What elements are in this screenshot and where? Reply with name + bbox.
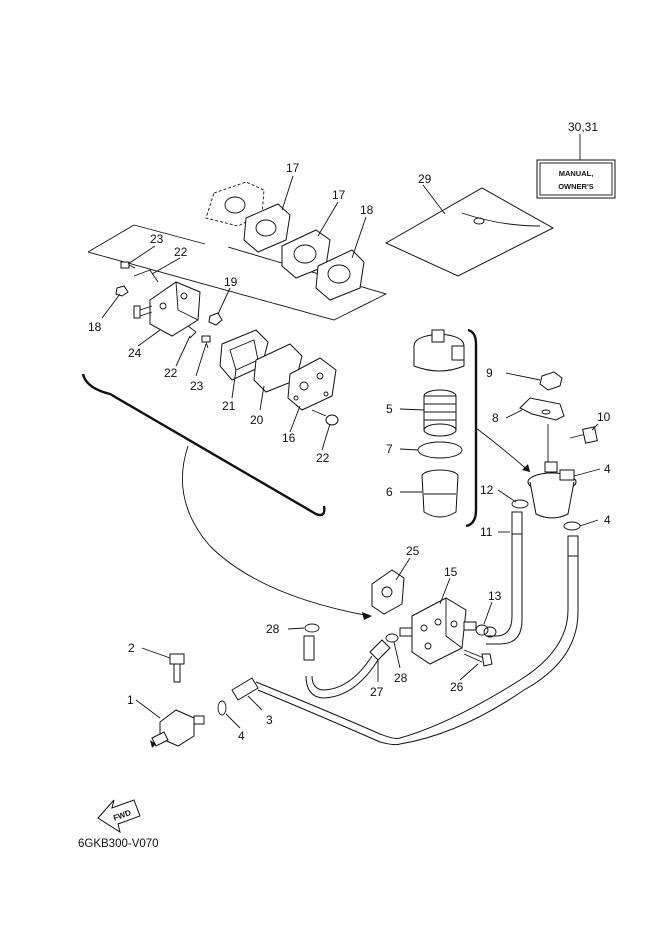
callout-1: 1 [127, 693, 134, 707]
screw-23-lower [201, 335, 211, 349]
pump-cover-15 [287, 357, 337, 411]
callout-22-lower: 22 [164, 366, 178, 380]
bolt-11 [569, 426, 598, 444]
clip-4-filter [563, 521, 581, 531]
nut-18-left [115, 285, 129, 297]
callout-18-right: 19 [224, 275, 238, 289]
callout-28-left: 28 [266, 622, 280, 636]
callout-5: 4 [604, 462, 611, 476]
clip-13-filter [511, 499, 529, 509]
callout-24: 24 [128, 346, 142, 360]
callout-18-left: 18 [88, 320, 102, 334]
clip-28-right [385, 633, 399, 643]
filter-head [413, 329, 465, 372]
pump-body-24 [133, 281, 201, 337]
callout-30-31: 30,31 [568, 120, 598, 134]
fuel-joint-1 [150, 709, 205, 748]
callout-6: 5 [386, 402, 393, 416]
hose-27 [303, 635, 391, 699]
bolt-2 [169, 653, 185, 683]
callout-9: 8 [492, 411, 499, 425]
filter-subassembly-frame [465, 328, 478, 528]
clip-13-pump [475, 624, 489, 636]
gasket-17-upper [243, 203, 291, 253]
callout-13-lower: 13 [488, 589, 502, 603]
callout-13-upper: 12 [480, 483, 494, 497]
callout-23-lower: 23 [190, 379, 204, 393]
callout-28-right: 28 [394, 671, 408, 685]
callout-21: 22 [316, 451, 330, 465]
assembly-arrow-filter-head [522, 464, 530, 472]
callout-15: 16 [282, 431, 296, 445]
callout-22-upper: 22 [174, 245, 188, 259]
assembly-arrow-filter [475, 427, 531, 473]
callout-17-upper: 17 [286, 161, 300, 175]
bolt-26 [463, 649, 493, 667]
callout-20: 21 [222, 399, 236, 413]
hose-right-return [399, 535, 579, 745]
nut-10 [539, 371, 563, 391]
callout-2: 2 [128, 641, 135, 655]
clip-13-pump-b [483, 626, 497, 638]
callout-3: 3 [266, 713, 273, 727]
callout-labels: 30,31 29 17 17 18 23 22 19 18 24 22 23 2… [88, 120, 611, 743]
hose-12 [486, 511, 523, 645]
callout-27: 27 [370, 685, 384, 699]
clip-4-joint [217, 700, 227, 716]
nut-18-right [208, 312, 223, 326]
callout-26: 26 [450, 680, 464, 694]
leader-lines [101, 175, 601, 729]
callout-7: 6 [386, 485, 393, 499]
callout-17-lower: 18 [360, 203, 374, 217]
parts-bag-29 [384, 184, 555, 277]
fwd-arrow-icon: FWD [97, 799, 141, 834]
owners-manual-box: MANUAL, OWNER'S [536, 134, 616, 199]
diagram-code: 6GKB300-V070 [78, 838, 159, 850]
screw-21 [311, 409, 339, 426]
callout-29: 29 [418, 172, 432, 186]
fuel-filter-5 [527, 424, 577, 519]
manual-box-line1: MANUAL, [559, 169, 594, 178]
callout-4-left: 4 [238, 729, 245, 743]
screw-23-upper [120, 261, 136, 269]
callout-19: 20 [250, 413, 264, 427]
gasket-17-lower [315, 249, 365, 301]
callout-16: 17 [332, 188, 346, 202]
hose-3 [231, 677, 401, 746]
callout-8: 7 [386, 442, 393, 456]
fuel-pump-14 [399, 597, 477, 665]
gasket-25 [371, 569, 405, 615]
assembly-arrow-pump-head [362, 612, 372, 620]
callout-12: 11 [480, 525, 493, 539]
o-ring-8 [417, 441, 463, 459]
callout-4-right: 4 [604, 513, 611, 527]
clip-22-upper [133, 269, 159, 283]
callout-14: 15 [444, 565, 458, 579]
clip-22-lower [187, 325, 197, 339]
callout-23-upper: 23 [150, 232, 164, 246]
bracket-9 [519, 397, 565, 421]
filter-cup-7 [421, 469, 459, 518]
callout-25: 25 [406, 544, 420, 558]
manual-box-line2: OWNER'S [558, 182, 594, 191]
clip-28-left [304, 623, 320, 633]
subassembly-frame [81, 373, 326, 517]
assembly-arrow-pump [182, 445, 371, 617]
callout-10: 9 [486, 366, 493, 380]
callout-11: 10 [597, 410, 611, 424]
filter-element-6 [423, 389, 457, 437]
